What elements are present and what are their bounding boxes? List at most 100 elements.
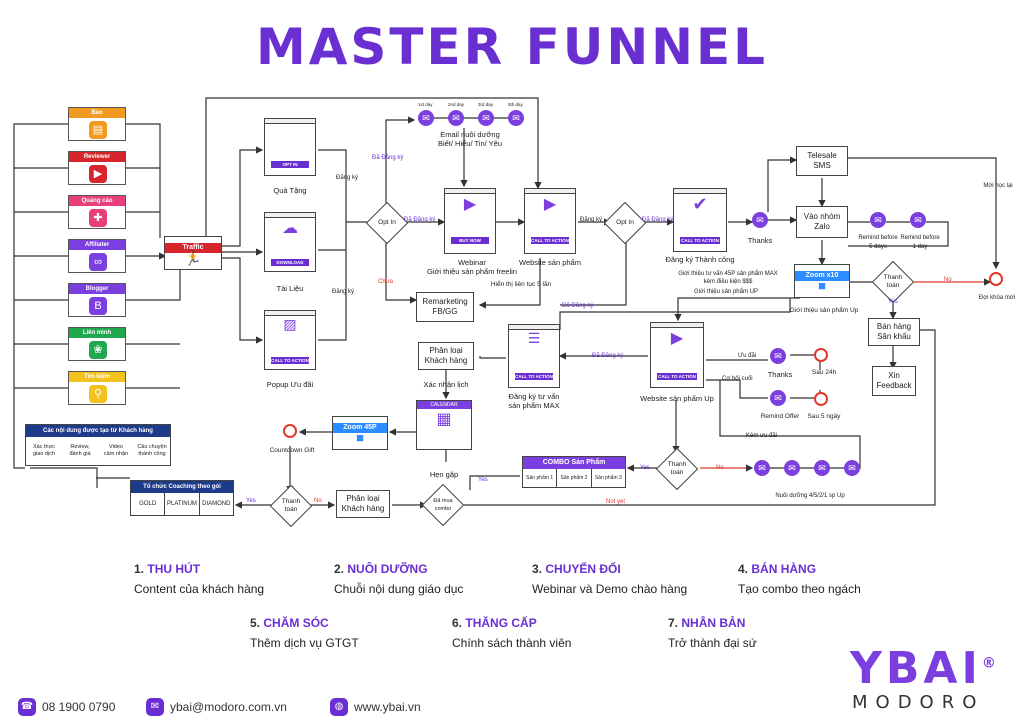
traffic-label: Traffic	[165, 243, 221, 253]
content-item: Xác thực giao dịch	[32, 444, 56, 457]
remarketing-box: Remarketing FB/GG	[416, 292, 474, 322]
zalo-group-box: Vào nhóm Zalo	[796, 206, 848, 238]
register-label-2: Đăng ký	[332, 289, 355, 295]
classify-box-2: Phân loại Khách hàng	[336, 490, 390, 518]
email-icon: ✉	[844, 460, 860, 476]
modoro-logo: MODORO	[852, 692, 985, 713]
cta-button: CALL TO ACTION	[657, 373, 697, 380]
calendar-header: CALENDAR	[417, 401, 471, 409]
coaching-title: Tổ chức Coaching theo gói	[131, 481, 233, 493]
megaphone-icon: ✚	[89, 209, 107, 227]
step-7-title: 7. NHÂN BẢN	[668, 616, 746, 630]
combo-title: COMBO Sản Phẩm	[523, 457, 625, 469]
doc-page: ☁DOWNLOAD	[264, 212, 316, 272]
email-icon: ✉	[754, 460, 770, 476]
step-4-sub: Tạo combo theo ngách	[738, 582, 861, 596]
traffic-source: Tìm kiếm⚲	[68, 371, 126, 405]
cta-button: CALL TO ACTION	[515, 373, 553, 380]
success-label: Đăng ký Thành công	[665, 255, 735, 264]
register-label-1: Đăng ký	[336, 175, 359, 181]
email-icon: ✉	[478, 110, 494, 126]
traffic-source-label: Affiliater	[69, 240, 125, 250]
step-2-sub: Chuỗi nội dung giáo dục	[334, 582, 464, 596]
content-item: Review, đánh giá	[69, 444, 91, 457]
email-nurture-label: Email nuôi dưỡng Biết/ Hiểu/ Tin/ Yêu	[437, 130, 503, 148]
classify-box-1: Phân loại Khách hàng	[418, 342, 474, 370]
globe-icon: ◍	[330, 698, 348, 716]
email-day: 3rd day	[478, 102, 494, 107]
traffic-source-label: Báo	[69, 108, 125, 118]
traffic-node: Traffic 🏃	[164, 236, 222, 270]
content-item: Câu chuyện thành công	[137, 444, 167, 457]
coaching-item: PLATINUM	[165, 493, 200, 515]
webinar-page: ▶ BUY NOW	[444, 188, 496, 254]
website-text: www.ybai.vn	[354, 700, 421, 714]
combo-items: Sản phẩm 1 Sản phẩm 2 Sản phẩm 3	[523, 469, 625, 487]
coaching-item: GOLD	[131, 493, 166, 515]
play-icon: ▶	[463, 196, 477, 213]
group-icon: ❀	[89, 341, 107, 359]
opt-in-text-2: Opt In	[616, 219, 634, 226]
wait-course-label: Đợi khóa mới	[978, 295, 1016, 301]
contact-phone[interactable]: ☎08 1900 0790	[18, 698, 115, 716]
feedback-box: Xin Feedback	[872, 366, 916, 396]
combo-item: Sản phẩm 3	[594, 475, 622, 481]
phone-text: 08 1900 0790	[42, 700, 116, 714]
image-icon: ▨	[283, 316, 297, 332]
not-yet-label: Chưa	[378, 279, 394, 285]
coaching-item: DIAMOND	[202, 501, 231, 507]
registered-label-4: Đã Đăng ký	[642, 217, 674, 223]
show-5-label: Hiển thị liên tục 5 lần	[490, 281, 552, 288]
yes-label-3: Yes	[246, 498, 256, 504]
gift-label: Quà Tặng	[273, 186, 307, 195]
coaching-box: Tổ chức Coaching theo gói GOLD PLATINUM …	[130, 480, 234, 516]
customer-content-title: Các nội dung được tạo từ Khách hàng	[26, 425, 170, 437]
consult-45p-label: Giới thiệu tư vấn 45P sản phẩm MAX kèm đ…	[678, 271, 778, 285]
with-offer-label: Kèm ưu đãi	[746, 433, 778, 439]
traffic-source-label: Tìm kiếm	[69, 372, 125, 382]
step-2-title: 2. NUÔI DƯỠNG	[334, 562, 428, 576]
remind-offer-label: Remind Offer	[760, 413, 800, 420]
contact-email[interactable]: ✉ybai@modoro.com.vn	[146, 698, 287, 716]
clock-icon	[814, 392, 828, 406]
website-product-label: Website sản phẩm	[519, 258, 581, 267]
video-icon: ▶	[89, 165, 107, 183]
nurture-up-label: Nuôi dưỡng 4/5/2/1 sp Up	[775, 493, 845, 499]
traffic-source-label: Quảng cáo	[69, 196, 125, 206]
download-button: DOWNLOAD	[271, 259, 309, 266]
step-6-sub: Chính sách thành viên	[452, 636, 572, 650]
step-4-title: 4. BÁN HÀNG	[738, 562, 817, 576]
coaching-items: GOLD PLATINUM DIAMOND	[131, 493, 233, 515]
step-1-title: 1. THU HÚT	[134, 562, 201, 576]
no-label-3: No	[314, 498, 322, 504]
zoom-x10-box: Zoom x10 ■	[794, 264, 850, 298]
cta-button: CALL TO ACTION	[271, 357, 309, 364]
step-6-title: 6. THĂNG CẤP	[452, 616, 537, 630]
traffic-source-label: Liên minh	[69, 328, 125, 338]
mail-icon: ✉	[146, 698, 164, 716]
traffic-source-label: Blogger	[69, 284, 125, 294]
remind-5-label: Remind before 5 days	[858, 235, 898, 250]
intro-up-label: Giới thiệu sản phẩm Up	[789, 307, 859, 314]
clock-icon	[989, 272, 1003, 286]
register-label-3: Đăng ký	[580, 217, 603, 223]
buy-now-button: BUY NOW	[451, 237, 489, 244]
link-icon: ∞	[89, 253, 107, 271]
email-day: 5th day	[508, 102, 523, 107]
reinvite-label: Mời học lại	[983, 183, 1013, 189]
registered-label-5: Đã Đăng ký	[592, 353, 624, 359]
traffic-source: Reviewer▶	[68, 151, 126, 185]
email-icon: ✉	[910, 212, 926, 228]
bought-combo-text: Đã mua combo	[433, 498, 453, 512]
clock-icon	[814, 348, 828, 362]
video-camera-icon: ■	[356, 430, 364, 445]
document-lines-icon: ☰	[527, 330, 541, 346]
consult-max-page: ☰ CALL TO ACTION	[508, 324, 560, 388]
traffic-source: Affiliater ∞	[68, 239, 126, 273]
step-3-sub: Webinar và Demo chào hàng	[532, 582, 688, 596]
stage-sales-box: Bán hàng Sân khấu	[868, 318, 920, 346]
document-icon: ▤	[89, 121, 107, 139]
contact-website[interactable]: ◍ www.ybai.vn	[330, 698, 421, 716]
email-icon: ✉	[448, 110, 464, 126]
